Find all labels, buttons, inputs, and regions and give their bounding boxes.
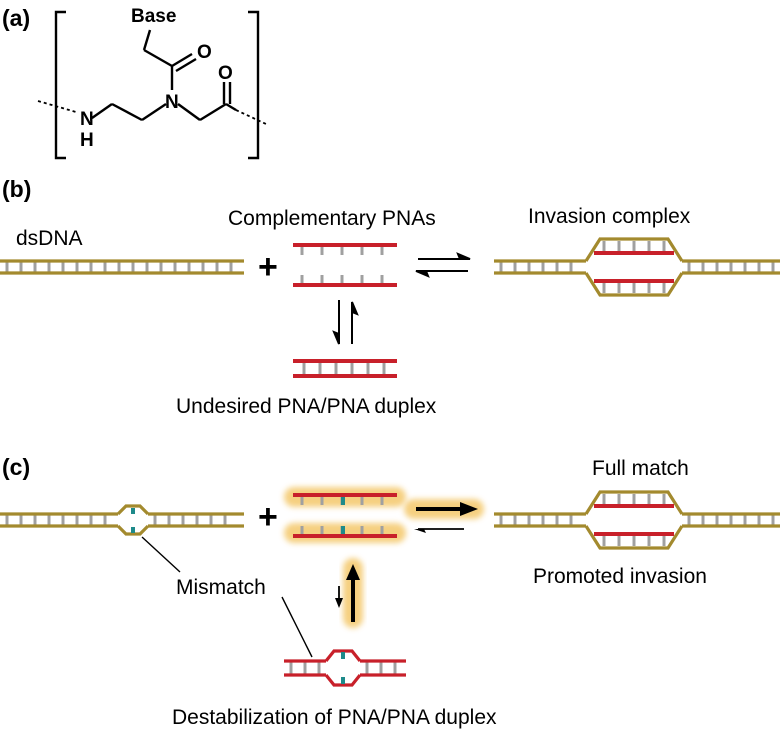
full-match-invasion-complex bbox=[494, 490, 780, 550]
left-bracket bbox=[54, 10, 66, 160]
panel-c-label: (c) bbox=[2, 454, 30, 480]
up-arrowhead-c bbox=[346, 564, 360, 580]
reverse-arrowhead-c bbox=[414, 529, 426, 533]
dna-mismatch-base-bottom bbox=[131, 527, 135, 533]
panel-c: (c) Full match Promoted invasion Mismatc… bbox=[0, 454, 780, 729]
nh-bond bbox=[91, 103, 113, 119]
mismatch-dsdna bbox=[0, 504, 244, 536]
right-dashed-bond bbox=[235, 109, 267, 125]
invasion-dna-bubble-lower bbox=[584, 272, 684, 297]
forward-arrowhead-b bbox=[456, 252, 471, 260]
glycine-bond-3 bbox=[225, 102, 237, 112]
full-match-label: Full match bbox=[592, 457, 689, 480]
side-chain-bond-2 bbox=[143, 48, 173, 68]
pna-backbone-structure bbox=[37, 10, 267, 160]
mismatch-label: Mismatch bbox=[176, 576, 266, 599]
destabilized-pna-duplex bbox=[284, 649, 406, 687]
complementary-pnas-label: Complementary PNAs bbox=[228, 207, 436, 230]
right-bracket bbox=[248, 10, 260, 160]
nitrogen-chain: N bbox=[165, 92, 179, 113]
fm-dna-bubble-upper bbox=[584, 490, 684, 515]
down-arrowhead-b bbox=[332, 330, 340, 345]
dpna-bubble-upper bbox=[324, 649, 362, 662]
mismatch-pointer-lines bbox=[141, 536, 313, 658]
invasion-complex-label: Invasion complex bbox=[528, 205, 691, 228]
dsdna-label: dsDNA bbox=[16, 227, 83, 250]
mm-dsdna-bubble-lower bbox=[116, 524, 150, 536]
pna-pna-duplex bbox=[293, 359, 397, 378]
fm-dna-bubble-lower bbox=[584, 525, 684, 550]
dpna-mismatch-top bbox=[341, 652, 345, 659]
base-label: Base bbox=[131, 6, 176, 27]
ethylene-bond-2 bbox=[141, 103, 167, 121]
reverse-arrowhead-b bbox=[415, 270, 430, 278]
ethylene-bond-1 bbox=[111, 102, 143, 122]
panel-a-label: (a) bbox=[2, 5, 30, 31]
destabilization-label: Destabilization of PNA/PNA duplex bbox=[172, 706, 497, 729]
equilibrium-arrows-horizontal-c bbox=[414, 502, 478, 533]
down-arrowhead-c bbox=[335, 598, 343, 608]
pna-lower-mismatch-base bbox=[341, 526, 345, 534]
up-arrowhead-b bbox=[351, 301, 359, 316]
nitrogen-amine: N bbox=[80, 109, 94, 130]
carbonyl-top-1 bbox=[171, 52, 193, 68]
invasion-dna-bubble-upper bbox=[584, 237, 684, 262]
equilibrium-arrows-vertical-c bbox=[335, 564, 360, 622]
carbonyl-top-2 bbox=[175, 57, 197, 73]
mismatch-pna-pair bbox=[293, 493, 397, 538]
forward-arrowhead-c bbox=[460, 502, 478, 516]
invasion-complex bbox=[494, 237, 780, 297]
equilibrium-arrows-horizontal-b bbox=[415, 252, 471, 278]
undesired-duplex-label: Undesired PNA/PNA duplex bbox=[176, 395, 437, 418]
pointer-to-pna-mismatch bbox=[281, 596, 313, 658]
panel-b-label: (b) bbox=[2, 176, 31, 202]
dpna-mismatch-bottom bbox=[341, 677, 345, 684]
oxygen-right: O bbox=[218, 63, 233, 84]
equilibrium-arrows-vertical-b bbox=[332, 300, 359, 345]
panel-a: (a) Base O O N bbox=[2, 5, 267, 160]
dsdna-strand bbox=[0, 259, 244, 275]
hydrogen-amine: H bbox=[80, 130, 94, 151]
panel-b: (b) dsDNA Complementary PNAs Invasion co… bbox=[0, 176, 780, 418]
promoted-invasion-label: Promoted invasion bbox=[533, 565, 707, 588]
plus-sign-c: + bbox=[258, 498, 278, 536]
left-dashed-bond bbox=[37, 100, 77, 113]
side-chain-bond-3 bbox=[142, 29, 152, 51]
glycine-bond-1 bbox=[177, 103, 201, 121]
oxygen-top: O bbox=[197, 42, 212, 63]
complementary-pna-pair bbox=[293, 243, 397, 287]
glycine-bond-2 bbox=[199, 102, 227, 122]
pointer-to-dna-mismatch bbox=[141, 536, 181, 573]
dpna-bubble-lower bbox=[324, 674, 362, 687]
mm-dsdna-bubble-upper bbox=[116, 504, 150, 516]
dna-mismatch-base-top bbox=[131, 508, 135, 514]
plus-sign-b: + bbox=[258, 248, 278, 286]
pna-upper-mismatch-base bbox=[341, 497, 345, 505]
